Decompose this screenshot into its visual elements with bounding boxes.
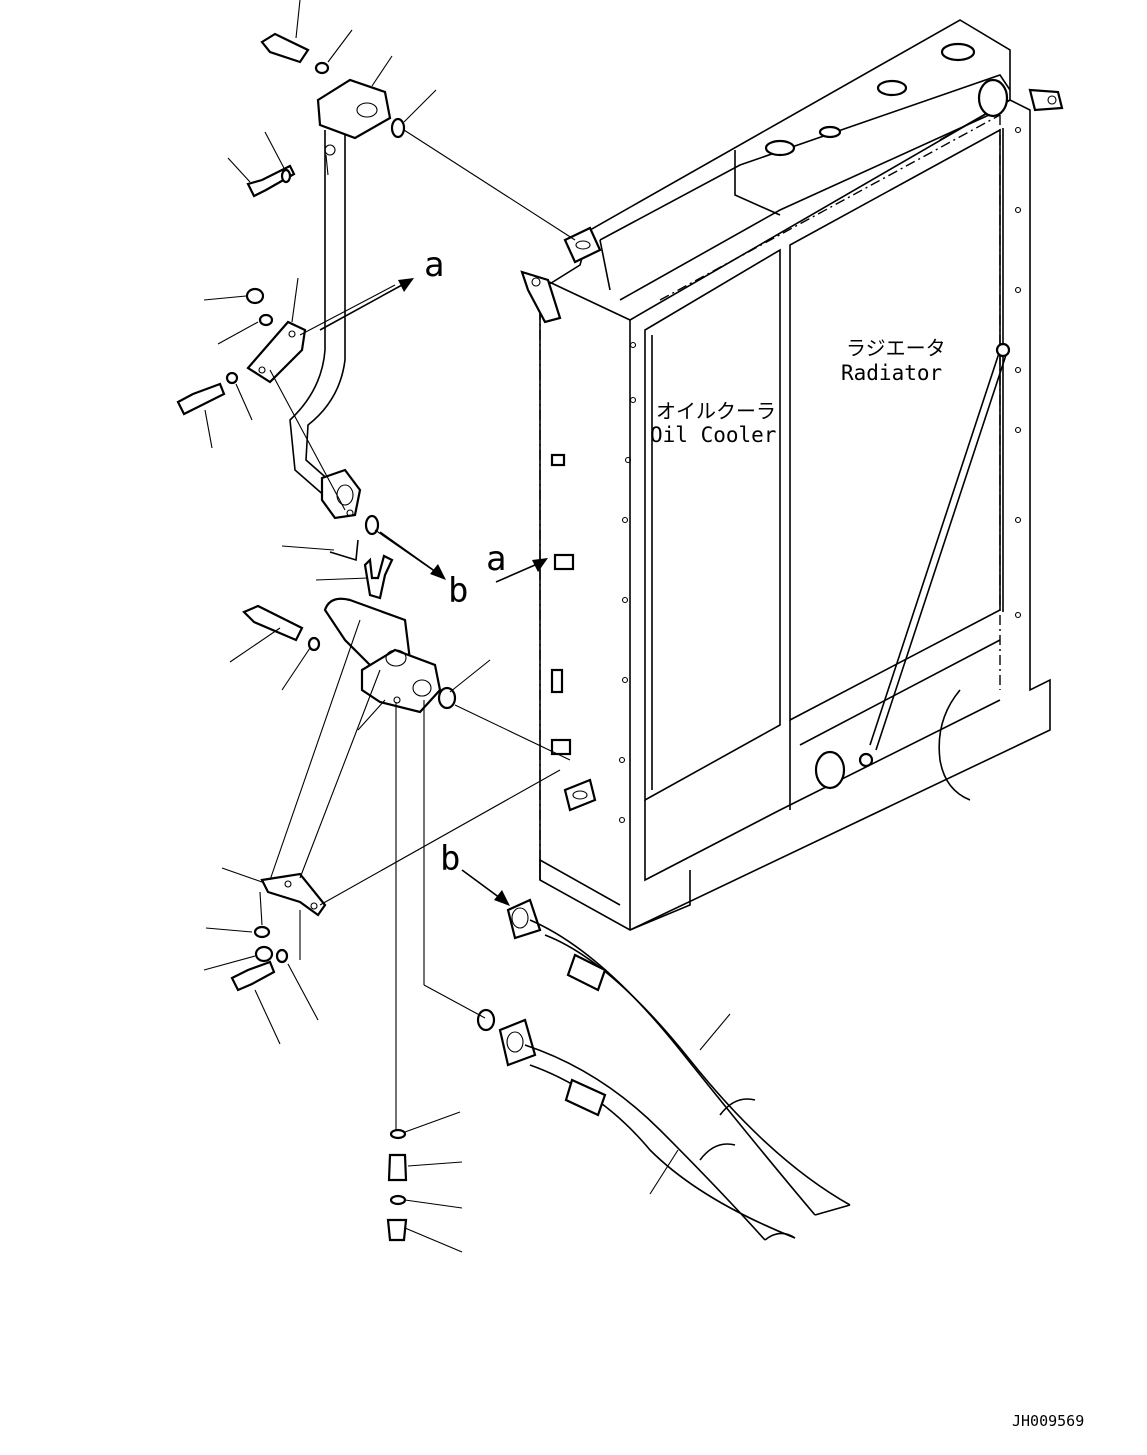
assembly-lines [259, 129, 576, 1130]
radiator-caps [764, 42, 1009, 157]
connection-a-upper: a [424, 245, 444, 285]
radiator-assembly [520, 19, 1064, 931]
radiator-label-jp: ラジエータ [846, 336, 946, 360]
radiator-label-en: Radiator [841, 361, 942, 385]
oil-cooler-label-jp: オイルクーラ [656, 399, 776, 423]
connection-a-cooler: a [486, 539, 506, 579]
fasteners [176, 32, 496, 1242]
drawing-number: JH009569 [1012, 1412, 1084, 1430]
connection-b-hose: b [440, 839, 460, 879]
connection-arrows [319, 278, 548, 906]
upper-oil-pipe [289, 78, 392, 520]
oil-cooler-ports [550, 226, 602, 812]
leader-lines [203, 0, 731, 1253]
connection-b-middle: b [448, 571, 468, 611]
lower-elbow [323, 597, 442, 714]
oil-cooler-label-en: Oil Cooler [650, 423, 776, 447]
rivets [618, 126, 1022, 824]
upper-bracket [246, 320, 307, 384]
oil-hoses [498, 898, 851, 1241]
lower-bracket [260, 872, 327, 917]
